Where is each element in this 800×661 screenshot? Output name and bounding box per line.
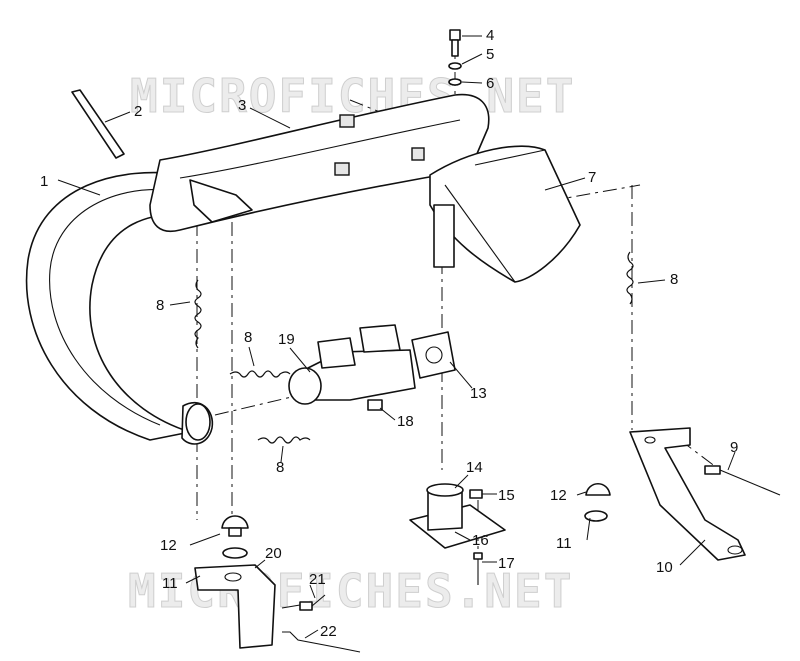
callout-8-a: 8: [156, 297, 164, 314]
callout-1: 1: [40, 173, 48, 190]
callout-11-a: 11: [162, 575, 178, 592]
callout-22: 22: [320, 623, 337, 640]
callout-10: 10: [656, 559, 673, 576]
exhaust-mount: [409, 483, 506, 549]
exhaust-pipe: [25, 171, 214, 445]
grommet-left: [221, 515, 249, 559]
callout-3: 3: [238, 97, 246, 114]
watermark-top: MICROFICHES.NET: [130, 69, 575, 123]
cable-22: [282, 631, 361, 653]
callout-14: 14: [466, 459, 483, 476]
grommet-right: [584, 482, 611, 522]
callout-12-a: 12: [160, 537, 177, 554]
callout-20: 20: [265, 545, 282, 562]
callout-17: 17: [498, 555, 515, 572]
muffler: [149, 93, 490, 232]
callout-18: 18: [397, 413, 414, 430]
callout-7: 7: [588, 169, 596, 186]
callout-4: 4: [486, 27, 494, 44]
callout-6: 6: [486, 75, 494, 92]
callout-5: 5: [486, 46, 494, 63]
heat-shield: [429, 145, 581, 283]
exhaust-manifold: [288, 324, 416, 405]
callout-labels: 1 2 3 4 5 6 7 8 8 8 8 9 10 11 11 12 12 1…: [40, 27, 738, 640]
leader-lines: [57, 35, 736, 639]
screw: [473, 552, 483, 585]
callout-13: 13: [470, 385, 487, 402]
springs: [194, 251, 634, 444]
nut: [469, 489, 483, 499]
callout-16: 16: [472, 532, 489, 549]
callout-19: 19: [278, 331, 295, 348]
cable-9: [704, 465, 781, 496]
callout-15: 15: [498, 487, 515, 504]
callout-21: 21: [309, 571, 326, 588]
callout-11-b: 11: [556, 535, 572, 552]
bracket-right: [629, 427, 746, 561]
callout-9: 9: [730, 439, 738, 456]
strap: [71, 89, 125, 159]
bolt-and-washers: [448, 29, 462, 86]
callout-8-c: 8: [276, 459, 284, 476]
cable-21: [281, 594, 326, 611]
callout-12-b: 12: [550, 487, 567, 504]
bracket-left: [194, 564, 276, 649]
manifold-bolt: [367, 399, 383, 411]
gasket: [411, 331, 456, 379]
callout-8-b: 8: [244, 329, 252, 346]
callout-2: 2: [134, 103, 142, 120]
callout-8-d: 8: [670, 271, 678, 288]
